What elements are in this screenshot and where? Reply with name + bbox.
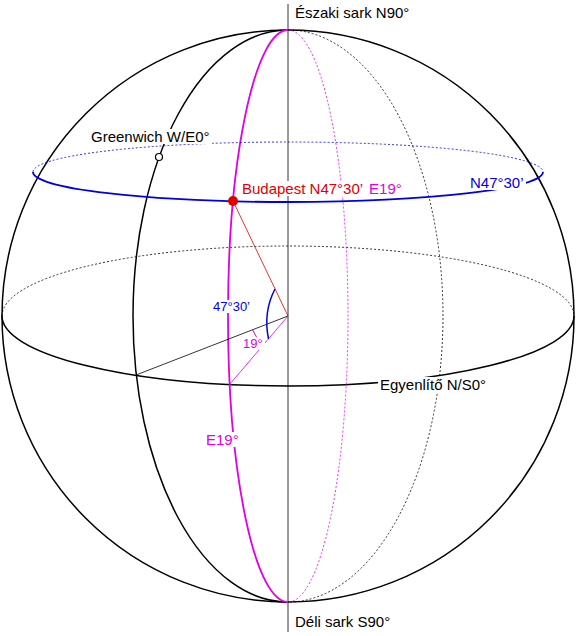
angle-label: 47°30’ xyxy=(211,300,252,313)
meridian-label: E19° xyxy=(204,432,241,447)
angle-label: 19° xyxy=(241,337,265,350)
longitude-label: E19° xyxy=(367,181,404,196)
budapest-marker xyxy=(228,196,238,206)
equator-label: Egyenlítő N/S0° xyxy=(378,377,488,392)
parallel-label: N47°30’ xyxy=(468,175,526,190)
greenwich-meridian-front xyxy=(133,30,288,602)
parallel-front xyxy=(33,172,543,202)
pole-label: Északi sark N90° xyxy=(293,5,411,20)
greenwich-meridian-back xyxy=(288,30,443,602)
budapest-radius xyxy=(233,201,288,316)
pole-label: Déli sark S90° xyxy=(293,614,392,629)
equator-back xyxy=(2,246,574,316)
polar-axis xyxy=(288,4,289,632)
equator-front xyxy=(2,316,574,386)
parallel-back xyxy=(33,142,543,172)
city-label: Budapest N47°30’ xyxy=(240,181,365,196)
angle-arc-latitude xyxy=(267,289,275,339)
e19-radius xyxy=(230,316,288,384)
meridian-label: Greenwich W/E0° xyxy=(89,129,212,144)
meridian-e19-back xyxy=(288,30,348,602)
greenwich-radius xyxy=(136,316,288,375)
greenwich-marker xyxy=(156,154,163,161)
meridian-e19-front xyxy=(228,30,288,602)
